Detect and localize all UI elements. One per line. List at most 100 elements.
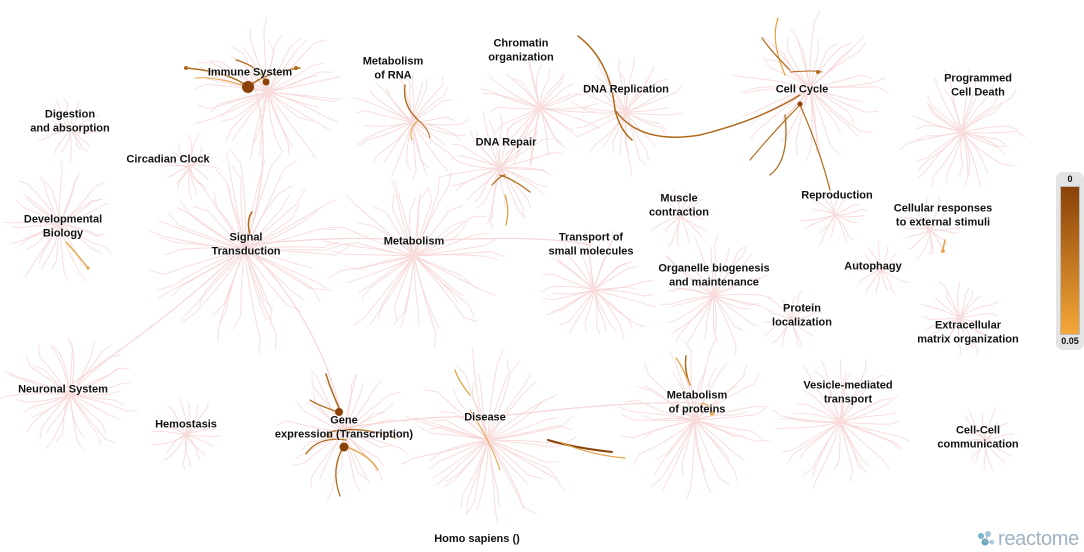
background-twig	[383, 153, 391, 163]
pathway-label-pcd[interactable]: Programmed Cell Death	[944, 72, 1012, 99]
background-twig	[644, 75, 651, 85]
pathway-label-protloc[interactable]: Protein localization	[772, 302, 832, 329]
background-twig	[78, 109, 84, 115]
background-twig	[189, 194, 193, 201]
background-twig	[786, 38, 789, 51]
background-twig	[625, 145, 630, 156]
background-twig	[201, 184, 207, 189]
pathway-label-signal[interactable]: Signal Transduction	[211, 231, 281, 258]
background-twig	[945, 207, 949, 213]
pathway-label-organelle[interactable]: Organelle biogenesis and maintenance	[658, 262, 770, 289]
background-twig	[840, 42, 852, 49]
pathway-label-vesicle[interactable]: Vesicle-mediated transport	[803, 379, 893, 406]
pathway-label-circadian[interactable]: Circadian Clock	[126, 153, 210, 166]
background-branch	[168, 434, 187, 458]
pathway-label-metabolism[interactable]: Metabolism	[383, 235, 445, 248]
background-branch	[21, 223, 61, 229]
background-twig	[651, 226, 657, 231]
pathway-label-dnarep[interactable]: DNA Replication	[583, 83, 669, 96]
background-twig	[945, 291, 948, 299]
background-twig	[460, 494, 464, 509]
background-twig	[262, 297, 274, 311]
background-branch	[413, 185, 449, 257]
background-twig	[599, 82, 604, 93]
background-twig	[219, 308, 228, 324]
pathway-label-cellcell[interactable]: Cell-Cell communication	[937, 424, 1019, 451]
background-twig	[874, 77, 886, 84]
pathway-label-disease[interactable]: Disease	[464, 411, 506, 424]
background-twig	[915, 124, 926, 130]
background-twig	[263, 17, 267, 31]
background-twig	[201, 451, 206, 458]
reactome-logo[interactable]: reactome	[976, 528, 1080, 550]
background-branch	[157, 430, 187, 436]
background-twig	[763, 320, 769, 323]
background-twig	[544, 394, 559, 401]
background-twig	[753, 372, 760, 384]
background-twig	[905, 235, 911, 239]
background-branch	[487, 439, 496, 509]
background-twig	[864, 253, 868, 259]
pathway-label-muscle[interactable]: Muscle contraction	[649, 192, 709, 219]
background-branch	[660, 419, 696, 479]
pathway-label-transport[interactable]: Transport of small molecules	[548, 231, 634, 258]
background-twig	[718, 477, 730, 486]
pathway-label-digestion[interactable]: Digestion and absorption	[30, 108, 110, 135]
background-branch	[500, 107, 541, 126]
background-twig	[741, 87, 754, 94]
pathway-label-chromatin[interactable]: Chromatin organization	[488, 37, 554, 64]
background-twig	[114, 399, 125, 406]
background-twig	[406, 161, 412, 172]
background-branch	[712, 295, 715, 332]
background-branch	[69, 124, 94, 131]
background-twig	[713, 331, 719, 342]
background-twig	[581, 107, 592, 113]
pathway-label-devbio[interactable]: Developmental Biology	[23, 213, 103, 240]
background-twig	[389, 391, 401, 395]
pathway-label-reproduction[interactable]: Reproduction	[801, 189, 873, 202]
background-twig	[568, 325, 574, 335]
background-connector	[245, 72, 264, 246]
pathway-label-cellresp[interactable]: Cellular responses to external stimuli	[893, 202, 993, 229]
background-twig	[69, 340, 74, 352]
background-twig	[624, 399, 638, 403]
background-branch	[364, 255, 415, 318]
background-twig	[325, 244, 341, 251]
pathway-label-cellcycle[interactable]: Cell Cycle	[775, 83, 829, 96]
background-connector	[245, 237, 415, 246]
background-twig	[422, 389, 438, 393]
background-branch	[499, 138, 533, 169]
pathway-label-rna[interactable]: Metabolism of RNA	[362, 55, 424, 82]
background-branch	[839, 421, 884, 461]
pathway-label-neuronal[interactable]: Neuronal System	[18, 383, 108, 396]
background-twig	[968, 409, 972, 415]
background-twig	[834, 121, 841, 134]
background-twig	[564, 243, 568, 254]
pathway-label-ecm[interactable]: Extracellular matrix organization	[917, 319, 1019, 346]
background-twig	[992, 95, 999, 107]
background-twig	[718, 363, 727, 374]
background-twig	[222, 117, 235, 122]
background-branch	[775, 319, 791, 341]
background-twig	[1002, 422, 1009, 426]
background-twig	[475, 497, 482, 512]
background-branch	[411, 121, 450, 154]
pathway-label-dnarepair[interactable]: DNA Repair	[475, 136, 537, 149]
background-twig	[798, 290, 802, 296]
hit-branch	[614, 94, 801, 138]
background-twig	[732, 452, 744, 461]
pathway-label-hemostasis[interactable]: Hemostasis	[155, 418, 217, 431]
background-twig	[425, 78, 428, 89]
background-twig	[298, 117, 312, 122]
pathway-label-immune[interactable]: Immune System	[207, 66, 293, 79]
pathway-label-gene[interactable]: Gene expression (Transcription)	[274, 414, 414, 441]
pathway-label-autophagy[interactable]: Autophagy	[844, 260, 902, 273]
background-twig	[763, 306, 772, 313]
background-twig	[61, 147, 65, 153]
background-branch	[63, 129, 71, 149]
pathway-label-metprot[interactable]: Metabolism of proteins	[666, 389, 728, 416]
background-twig	[231, 130, 239, 142]
background-twig	[480, 88, 491, 92]
background-twig	[685, 191, 688, 197]
